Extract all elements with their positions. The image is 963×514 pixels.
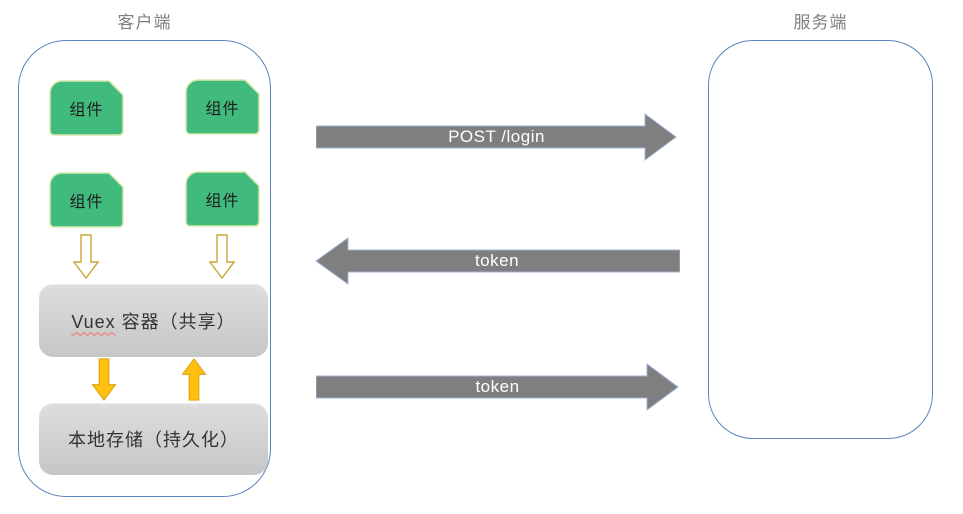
component-label: 组件 — [205, 193, 240, 210]
solid-down-arrow-icon — [91, 358, 117, 401]
token-request-label: token — [475, 377, 520, 396]
client-title: 客户端 — [117, 13, 172, 32]
component-node-2: 组件 — [185, 79, 260, 135]
token-response-arrow: token — [314, 236, 680, 286]
component-label: 组件 — [69, 102, 104, 119]
component-node-1: 组件 — [49, 80, 124, 136]
left-arrow-icon — [315, 237, 680, 285]
local-storage-label: 本地存储（持久化） — [68, 430, 239, 450]
local-storage-box: 本地存储（持久化） — [39, 403, 268, 475]
server-title: 服务端 — [793, 13, 848, 32]
component-label: 组件 — [69, 194, 104, 211]
hollow-down-arrow-icon — [73, 234, 99, 279]
server-container — [708, 40, 933, 439]
hollow-down-arrow-icon — [209, 234, 235, 279]
component-shape-icon — [49, 172, 124, 228]
right-arrow-icon — [316, 363, 679, 411]
vuex-rest: 容器（共享） — [115, 311, 236, 332]
vuex-store-box: Vuex 容器（共享） — [39, 284, 268, 357]
token-response-label: token — [474, 251, 520, 270]
post-login-arrow: POST /login — [316, 112, 677, 162]
right-arrow-icon — [316, 113, 677, 161]
solid-up-arrow-icon — [181, 358, 207, 401]
component-node-3: 组件 — [49, 172, 124, 228]
token-request-arrow: token — [316, 362, 679, 412]
post-login-label: POST /login — [448, 127, 545, 146]
component-shape-icon — [185, 79, 260, 135]
component-shape-icon — [185, 171, 260, 227]
component-label: 组件 — [205, 101, 240, 118]
vuex-keyword: Vuex — [71, 311, 116, 332]
component-shape-icon — [49, 80, 124, 136]
component-node-4: 组件 — [185, 171, 260, 227]
